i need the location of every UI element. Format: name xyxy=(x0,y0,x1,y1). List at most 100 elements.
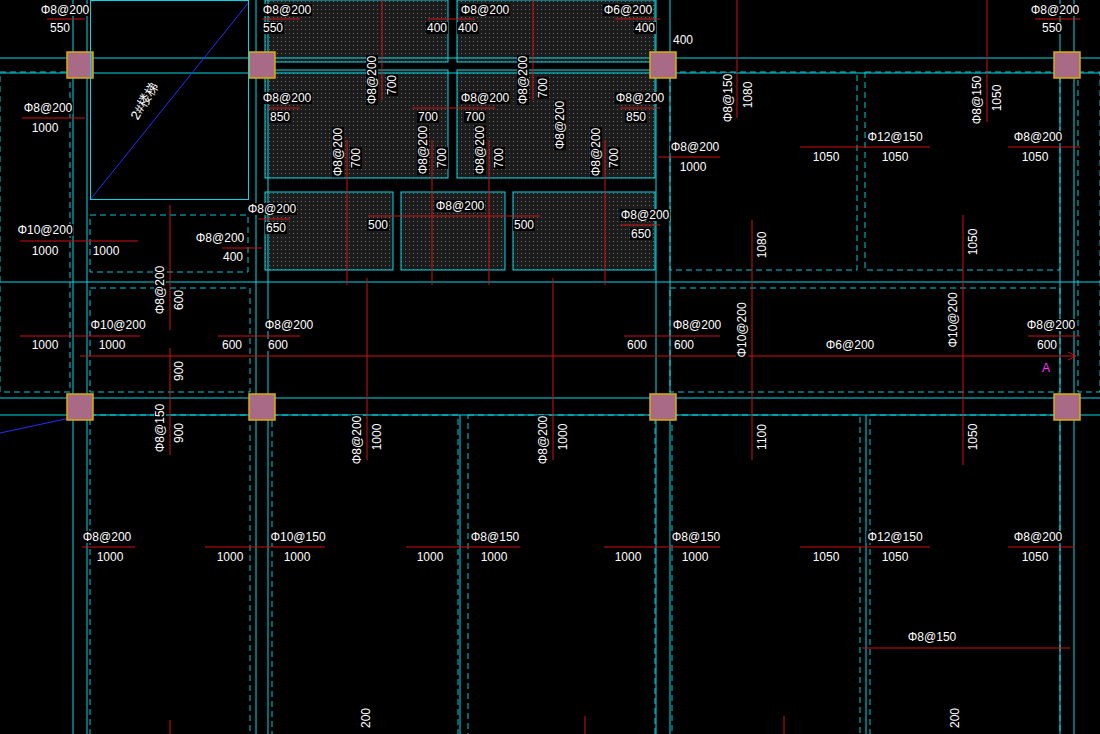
rebar-label: 400 xyxy=(457,22,479,34)
rebar-label: 650 xyxy=(265,222,287,234)
rebar-line xyxy=(367,278,368,460)
column xyxy=(1054,52,1080,78)
rebar-label: 400 xyxy=(672,34,694,46)
slab-outline xyxy=(272,415,458,734)
rebar-label: 700 xyxy=(537,77,549,99)
beam-line xyxy=(256,0,257,734)
stair-label: 2#楼梯 xyxy=(128,80,159,122)
rebar-line xyxy=(20,336,140,337)
rebar-line xyxy=(963,215,964,465)
rebar-label: 1050 xyxy=(967,423,979,452)
hatched-slab xyxy=(457,70,655,178)
rebar-line xyxy=(428,19,475,20)
rebar-label: Φ12@150 xyxy=(866,131,923,143)
hatched-slab xyxy=(265,70,448,178)
rebar-label: Φ6@200 xyxy=(603,4,653,16)
rebar-line xyxy=(170,720,171,734)
rebar-line xyxy=(553,278,554,460)
rebar-label: Φ10@200 xyxy=(947,291,959,348)
rebar-line xyxy=(22,118,85,119)
rebar-line xyxy=(170,205,171,330)
rebar-label: Φ8@200 xyxy=(620,209,670,221)
stair-box: 2#楼梯 xyxy=(90,0,249,200)
rebar-label: 1000 xyxy=(614,551,643,563)
rebar-label: 500 xyxy=(513,219,535,231)
rebar-label: Φ8@200 xyxy=(460,4,510,16)
stair-diagonal xyxy=(90,2,249,200)
beam-line xyxy=(87,0,88,734)
rebar-label: Φ10@200 xyxy=(16,224,73,236)
rebar-label: Φ8@200 xyxy=(82,531,132,543)
rebar-line xyxy=(258,219,290,220)
rebar-label: Φ10@200 xyxy=(736,301,748,358)
column xyxy=(650,52,676,78)
column xyxy=(67,394,93,420)
hatched-slab xyxy=(513,192,655,270)
rebar-label: Φ8@200 xyxy=(554,100,566,150)
rebar-label: 700 xyxy=(436,147,448,169)
rebar-label: 1080 xyxy=(756,231,768,260)
rebar-label: 1000 xyxy=(371,423,383,452)
rebar-line xyxy=(615,19,660,20)
beam-line xyxy=(460,415,461,734)
rebar-label: 1000 xyxy=(216,551,245,563)
rebar-label: 1000 xyxy=(31,339,60,351)
rebar-label: 1000 xyxy=(416,551,445,563)
rebar-end xyxy=(1068,352,1076,360)
column xyxy=(650,394,676,420)
rebar-line xyxy=(489,140,490,285)
slab-outline xyxy=(672,415,860,734)
rebar-label: Φ8@200 xyxy=(670,141,720,153)
beam-line xyxy=(0,398,1100,399)
rebar-line xyxy=(268,108,300,109)
rebar-label: 1000 xyxy=(480,551,509,563)
rebar-line xyxy=(47,19,85,20)
rebar-label: 700 xyxy=(493,147,505,169)
rebar-label: 1000 xyxy=(92,245,121,257)
rebar-line xyxy=(620,225,660,226)
rebar-label: 1050 xyxy=(1021,151,1050,163)
rebar-label: 1050 xyxy=(1021,551,1050,563)
rebar-label: 600 xyxy=(1036,339,1058,351)
rebar-label: Φ8@150 xyxy=(470,531,520,543)
rebar-line xyxy=(862,648,1070,649)
rebar-line xyxy=(368,216,540,217)
rebar-label: Φ8@150 xyxy=(671,531,721,543)
rebar-label: Φ8@200 xyxy=(247,203,297,215)
rebar-label: 200 xyxy=(949,707,961,729)
rebar-label: Φ8@200 xyxy=(23,102,73,114)
rebar-label: 600 xyxy=(626,339,648,351)
rebar-label: Φ8@200 xyxy=(262,4,312,16)
rebar-line xyxy=(800,147,930,148)
rebar-line xyxy=(1028,336,1080,337)
rebar-label: 200 xyxy=(360,707,372,729)
rebar-label: 400 xyxy=(634,22,656,34)
rebar-line xyxy=(382,0,383,100)
rebar-label: 1050 xyxy=(967,228,979,257)
rebar-label: Φ10@200 xyxy=(89,319,146,331)
rebar-label: 1050 xyxy=(991,84,1003,113)
rebar-line xyxy=(605,140,606,285)
rebar-line xyxy=(205,547,325,548)
rebar-label: Φ8@200 xyxy=(537,415,549,465)
rebar-label: 1050 xyxy=(812,151,841,163)
slab-outline xyxy=(90,415,250,734)
column xyxy=(249,52,275,78)
rebar-line xyxy=(262,19,300,20)
rebar-label: Φ8@200 xyxy=(351,415,363,465)
column xyxy=(249,394,275,420)
rebar-label: Φ8@200 xyxy=(1013,531,1063,543)
rebar-label: 1050 xyxy=(881,151,910,163)
hatched-slab xyxy=(457,0,655,62)
beam-line xyxy=(866,415,867,734)
rebar-label: 650 xyxy=(630,228,652,240)
rebar-line xyxy=(170,348,171,455)
rebar-line xyxy=(222,248,262,249)
rebar-label: 400 xyxy=(222,251,244,263)
rebar-line xyxy=(604,547,720,548)
rebar-label: 1000 xyxy=(681,551,710,563)
rebar-label: Φ8@200 xyxy=(672,319,722,331)
rebar-label: 1000 xyxy=(98,339,127,351)
rebar-label: 700 xyxy=(417,111,439,123)
